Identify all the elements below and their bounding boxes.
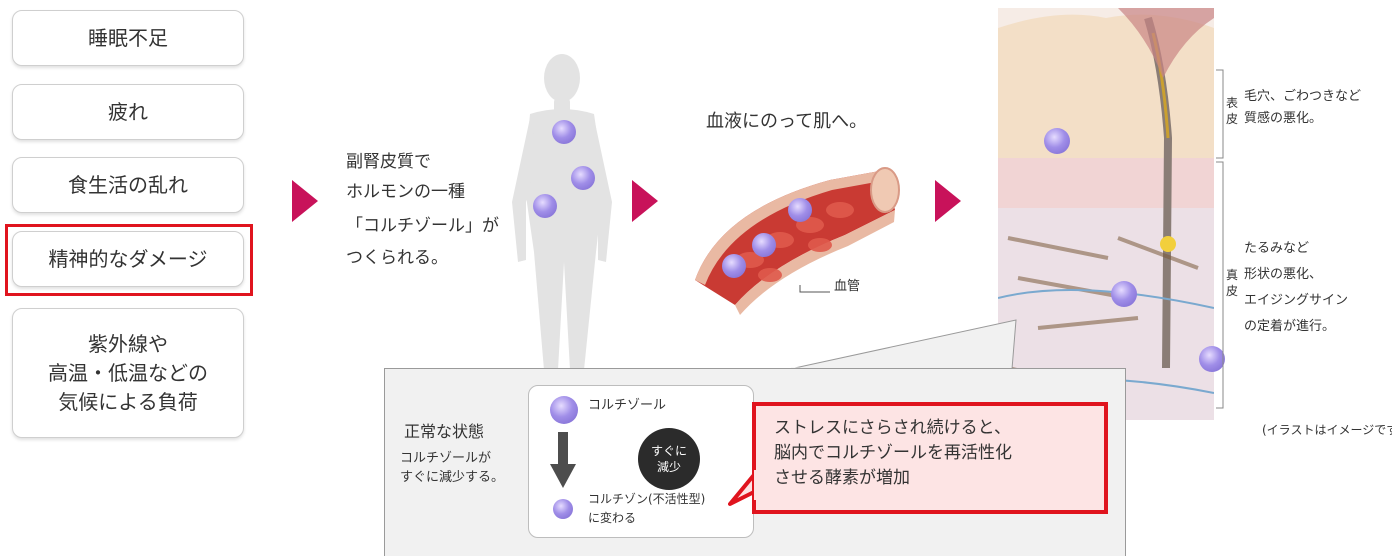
dermis-label: 真 皮 xyxy=(1226,268,1239,298)
blood-title: 血液にのって肌へ。 xyxy=(706,111,868,132)
cause-mental-damage: 精神的なダメージ xyxy=(12,231,244,287)
dermis-effect-4: の定着が進行。 xyxy=(1244,319,1336,334)
cortisol-molecule-blood-1 xyxy=(788,198,812,222)
cortisone-label-1: コルチゾン(不活性型) xyxy=(588,492,706,506)
adrenal-line-2: ホルモンの一種 xyxy=(346,182,465,202)
human-silhouette xyxy=(512,54,612,370)
flow-arrow-2 xyxy=(632,180,658,222)
cortisol-molecule-body-2 xyxy=(571,166,595,190)
epidermis-effect-1: 毛穴、ごわつきなど xyxy=(1244,89,1362,104)
stress-callout-line-1: ストレスにさらされ続けると、 xyxy=(774,418,1011,438)
down-arrow-icon xyxy=(550,432,576,488)
stress-callout-line-2: 脳内でコルチゾールを再活性化 xyxy=(774,443,1012,463)
adrenal-line-3: 「コルチゾール」が xyxy=(346,216,499,236)
cortisol-molecule-body-1 xyxy=(552,120,576,144)
callout-pointer xyxy=(790,319,1017,370)
highlight-frame xyxy=(5,224,253,296)
stress-callout-line-3: させる酵素が増加 xyxy=(774,468,910,488)
dermis-effect-2: 形状の悪化、 xyxy=(1244,267,1323,282)
blood-vessel-illustration xyxy=(695,167,900,315)
cortisol-molecule-body-3 xyxy=(533,194,557,218)
normal-state-desc-1: コルチゾールが xyxy=(400,451,492,466)
illustration-note: (イラストはイメージです) xyxy=(1262,423,1392,437)
cortisol-molecule-skin-3 xyxy=(1199,346,1225,372)
layer-brackets xyxy=(1216,69,1224,409)
cortisol-molecule-skin-1 xyxy=(1044,128,1070,154)
epidermis-label: 表 皮 xyxy=(1226,96,1239,126)
cause-diet: 食生活の乱れ xyxy=(12,157,244,213)
badge-line-1: すぐに xyxy=(650,443,687,458)
adrenal-line-1: 副腎皮質で xyxy=(346,152,431,172)
cortisone-label-2: に変わる xyxy=(588,511,637,525)
badge-line-2: 減少 xyxy=(656,460,681,474)
cortisone-molecule xyxy=(553,499,573,519)
cause-sleep: 睡眠不足 xyxy=(12,10,244,66)
cause-fatigue: 疲れ xyxy=(12,84,244,140)
quick-decrease-badge: すぐに 減少 xyxy=(638,428,700,490)
blood-vessel-label: 血管 xyxy=(834,279,861,294)
stress-callout-box xyxy=(752,402,1108,514)
dermis-effect-3: エイジングサイン xyxy=(1244,293,1349,308)
cortisol-molecule-blood-2 xyxy=(752,233,776,257)
flow-arrow-3 xyxy=(935,180,961,222)
normal-state-desc-2: すぐに減少する。 xyxy=(400,470,505,485)
cause-climate: 紫外線や 高温・低温などの 気候による負荷 xyxy=(12,308,244,438)
epidermis-effect-2: 質感の悪化。 xyxy=(1244,111,1323,126)
speech-tail-cover xyxy=(754,470,762,500)
dermis-effect-1: たるみなど xyxy=(1244,241,1310,256)
skin-cross-section xyxy=(998,8,1214,420)
cortisol-molecule-normal xyxy=(550,396,578,424)
normal-state-title: 正常な状態 xyxy=(404,422,485,441)
cortisol-molecule-blood-3 xyxy=(722,254,746,278)
adrenal-line-4: つくられる。 xyxy=(346,248,448,268)
cortisol-label: コルチゾール xyxy=(588,398,667,413)
cortisol-molecule-skin-2 xyxy=(1111,281,1137,307)
flow-arrow-1 xyxy=(292,180,318,222)
